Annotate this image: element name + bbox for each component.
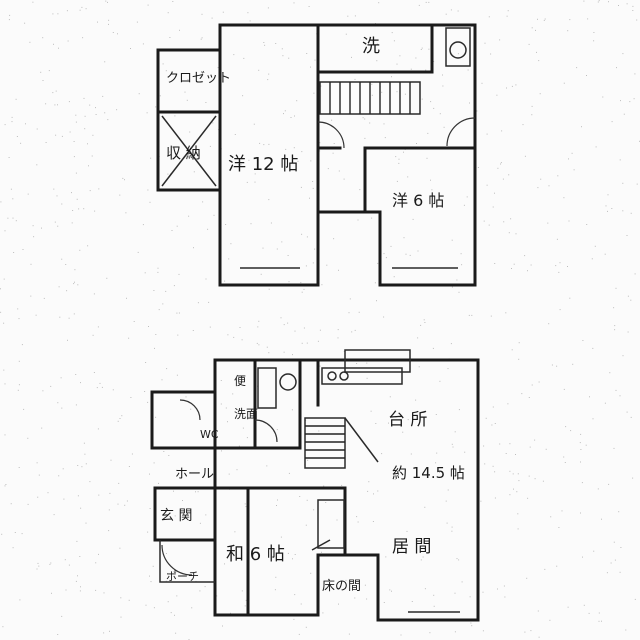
room-label-porch: ポーチ bbox=[166, 570, 199, 583]
japanese-door-mark bbox=[311, 539, 331, 551]
room-label-area: 約 14.5 帖 bbox=[392, 464, 465, 482]
room-label-japanese6: 和 6 帖 bbox=[226, 544, 285, 565]
room-label-closet: クロゼット bbox=[166, 71, 231, 86]
room-label-genkan: 玄 関 bbox=[160, 507, 192, 524]
lower-annex-wall bbox=[150, 390, 217, 450]
lower-floor: 便 洗面 WC ホール 台 所 約 14.5 帖 玄 関 和 6 帖 居 間 床… bbox=[150, 349, 480, 622]
room-label-storage: 収 納 bbox=[166, 144, 201, 162]
lower-annex-wall-b bbox=[153, 486, 217, 542]
tokonoma-alcove bbox=[317, 499, 345, 549]
room-label-bath: 洗 bbox=[362, 36, 380, 57]
room-label-hall: ホール bbox=[175, 467, 214, 482]
toilet-fixture bbox=[445, 27, 471, 67]
room-label-toilet: 便 bbox=[234, 374, 246, 388]
lower-stairs bbox=[304, 417, 379, 469]
room-label-kitchen: 台 所 bbox=[388, 410, 427, 430]
stove-burner-b bbox=[339, 371, 349, 381]
upper-door-swing-a bbox=[317, 121, 345, 149]
kitchen-counter bbox=[321, 367, 403, 385]
toilet-bowl-icon bbox=[449, 41, 467, 59]
room-label-western12: 洋 12 帖 bbox=[228, 154, 298, 175]
room-label-washroom: 洗面 bbox=[234, 407, 258, 421]
room-label-wc: WC bbox=[200, 428, 219, 441]
upper-door-swing-b bbox=[446, 117, 476, 147]
upper-floor-outer-wall bbox=[218, 23, 477, 287]
toilet-door-swing bbox=[179, 399, 201, 421]
upper-annex-wall bbox=[156, 48, 222, 192]
stove-burner-a bbox=[327, 371, 337, 381]
room-label-tokonoma: 床の間 bbox=[322, 579, 361, 594]
entry-door-swing bbox=[161, 544, 193, 576]
storage-x-mark-b bbox=[161, 115, 217, 187]
kitchen-vent bbox=[344, 349, 411, 373]
upper-floor: クロゼット 収 納 洋 12 帖 洗 洋 6 帖 bbox=[156, 23, 477, 287]
room-label-western6: 洋 6 帖 bbox=[392, 191, 444, 210]
upper-stairs bbox=[319, 81, 421, 115]
washbasin-fixture bbox=[257, 367, 277, 409]
washroom-door-swing bbox=[254, 419, 278, 443]
room-label-living: 居 間 bbox=[392, 537, 431, 557]
toilet-bowl-lower-icon bbox=[279, 373, 297, 391]
porch-outline bbox=[159, 540, 215, 583]
